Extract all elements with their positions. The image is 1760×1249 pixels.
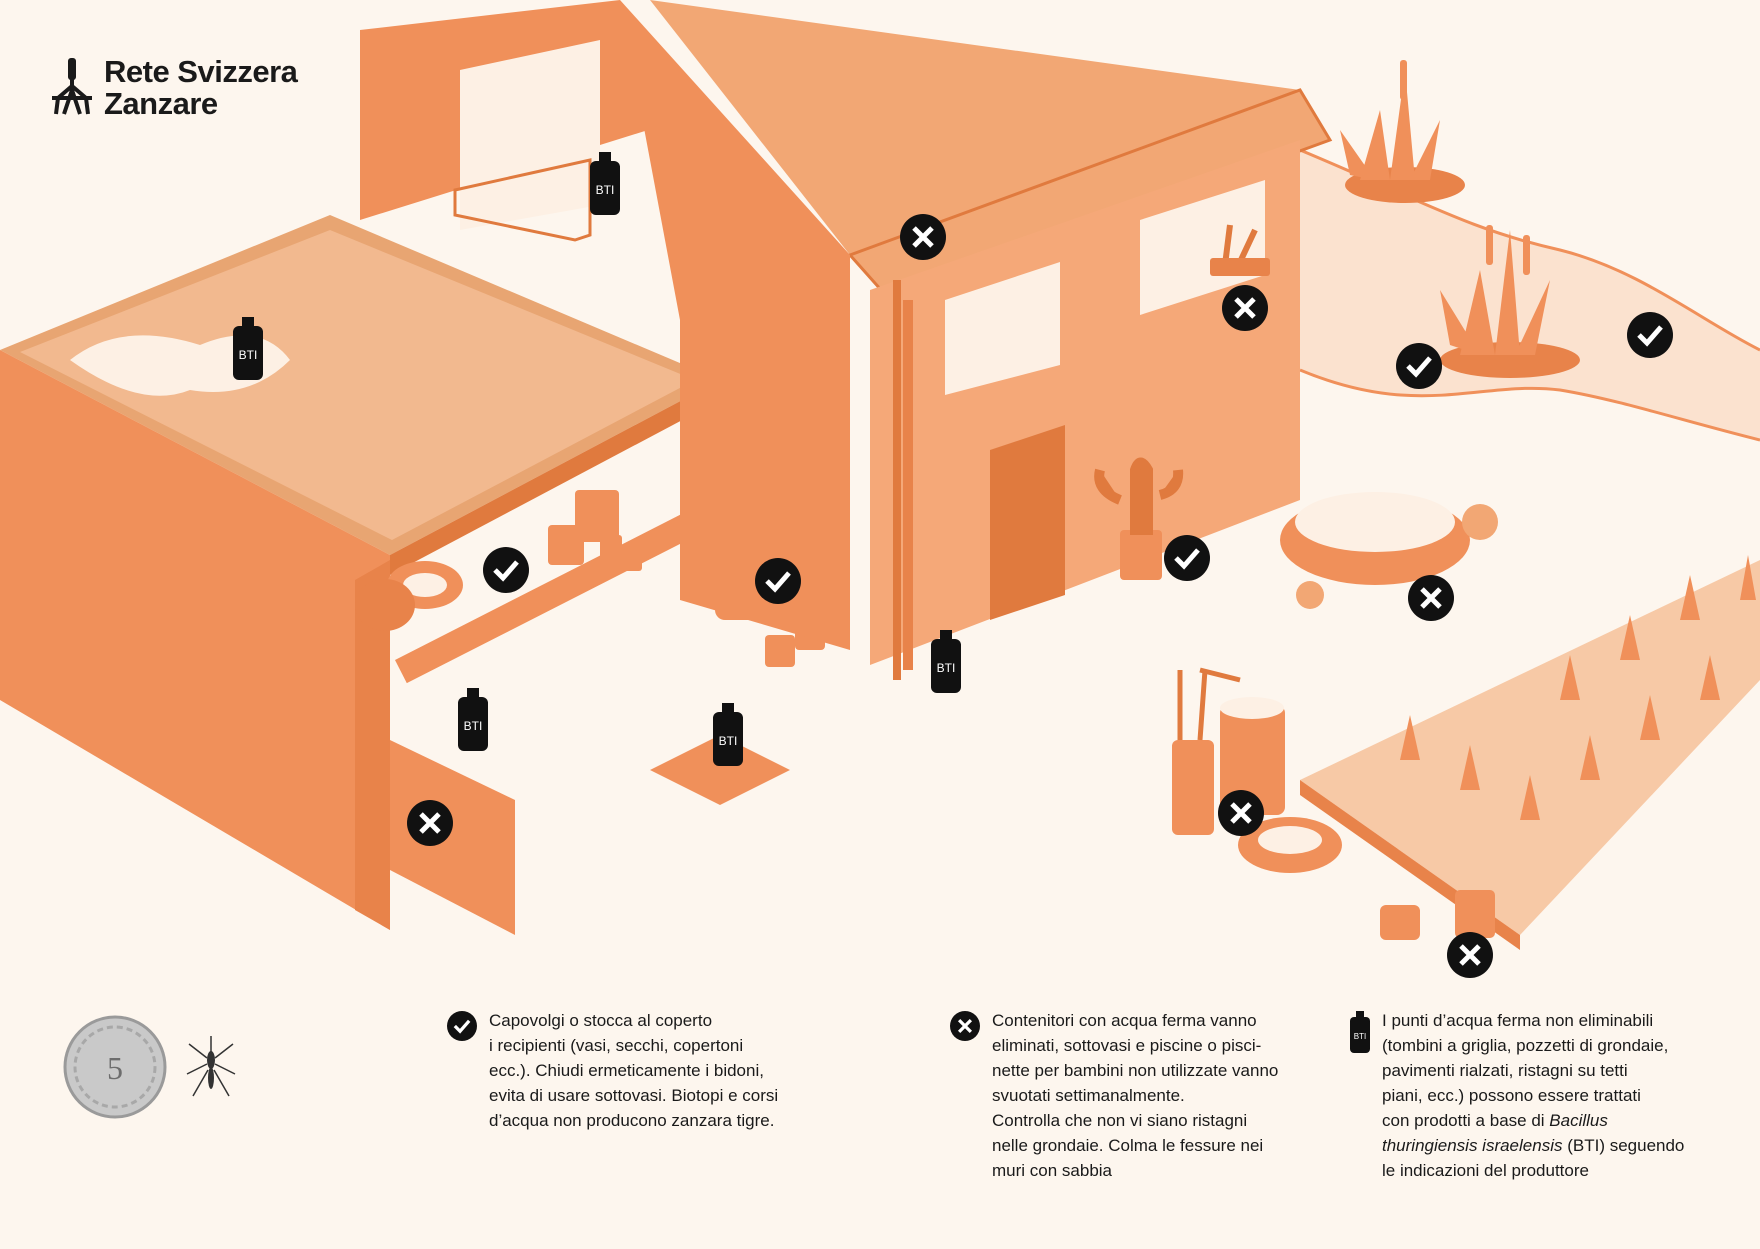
house-side-wall [620,0,850,650]
bti-bottle-icon: BTI [233,317,263,380]
bti-bottle-icon: BTI [931,630,961,693]
check-circle-icon [1627,312,1673,358]
cross-circle-icon [1222,285,1268,331]
check-circle-icon [447,1011,477,1041]
bti-label: BTI [1354,1032,1366,1041]
check-circle-icon [755,558,801,604]
legend-bti-species: Bacillus thuringiensis israelensis [1382,1111,1608,1155]
legend-bti: BTI I punti d’acqua ferma non eliminabil… [1350,1008,1684,1183]
coin-value: 5 [107,1050,123,1086]
cross-circle-icon [1218,790,1264,836]
legend-cross: Contenitori con acqua ferma vanno elimin… [950,1008,1278,1183]
brand-name: Rete Svizzera Zanzare [104,54,298,121]
cross-circle-icon [1408,575,1454,621]
check-circle-icon [1164,535,1210,581]
bti-label: BTI [239,348,258,362]
check-circle-icon [483,547,529,593]
bti-label: BTI [719,734,738,748]
bti-bottle-icon: BTI [713,703,743,766]
carport-wall [0,350,390,930]
brand-line-1: Rete Svizzera [104,54,298,89]
brand-logo: Rete Svizzera Zanzare [52,54,298,121]
legend-cross-text: Contenitori con acqua ferma vanno elimin… [992,1011,1279,1180]
bti-label: BTI [937,661,956,675]
doormat [650,735,790,805]
house-roof [650,0,1330,300]
reeds [1340,60,1580,378]
mosquito-logo-icon [52,58,92,115]
cross-circle-icon [407,800,453,846]
bti-label: BTI [464,719,483,733]
house-door [990,425,1065,620]
legend-bti-text-part1: I punti d’acqua ferma non eliminabili (t… [1382,1011,1669,1130]
vegetable-bed [1300,560,1760,935]
legend-check-text: Capovolgi o stocca al coperto i recipien… [489,1011,779,1130]
mosquito-icon [186,1036,236,1097]
bti-label: BTI [596,183,615,197]
brand-line-2: Zanzare [104,86,218,121]
legend-check: Capovolgi o stocca al coperto i recipien… [447,1008,778,1133]
legend-bti-text: I punti d’acqua ferma non eliminabili (t… [1382,1008,1684,1183]
cross-circle-icon [1447,932,1493,978]
five-cent-coin: 5 [63,1015,167,1119]
bti-bottle-icon: BTI [1350,1011,1370,1053]
bti-bottle-icon: BTI [590,152,620,215]
cross-circle-icon [950,1011,980,1041]
bti-bottle-icon: BTI [458,688,488,751]
cross-circle-icon [900,214,946,260]
legend-bti-text-part2: (BTI) seguendo le indicazioni del produt… [1382,1136,1685,1180]
water-drum [1220,705,1285,815]
check-circle-icon [1396,343,1442,389]
